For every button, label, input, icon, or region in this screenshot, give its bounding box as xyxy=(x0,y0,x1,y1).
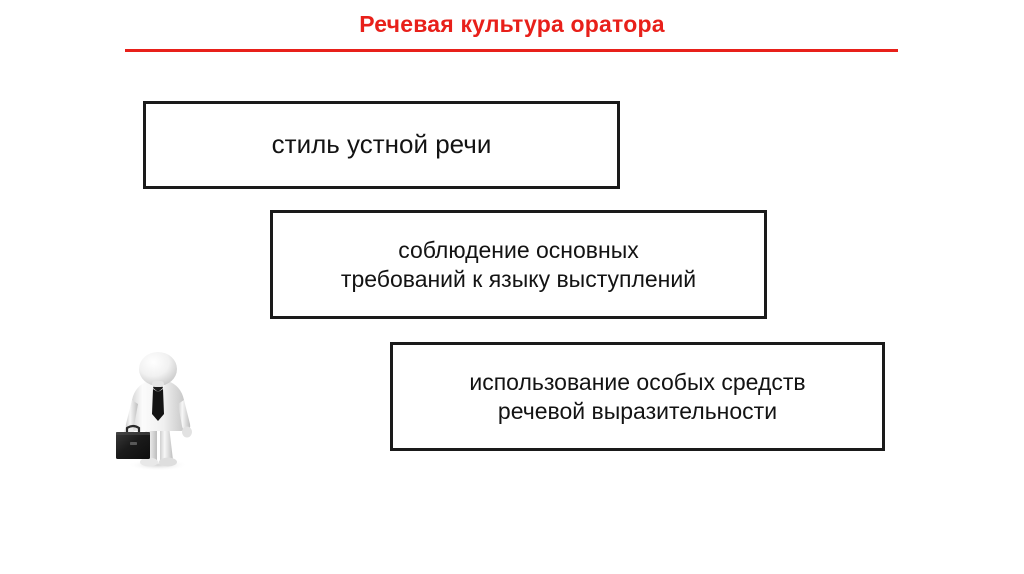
flow-box-style-of-speech[interactable]: стиль устной речи xyxy=(143,101,620,189)
flow-box-label-line-2: речевой выразительности xyxy=(497,397,778,424)
flow-box-basic-requirements[interactable]: соблюдение основных требований к языку в… xyxy=(270,210,767,319)
businessman-figure-icon xyxy=(102,352,212,472)
flow-box-label: использование особых средств речевой выр… xyxy=(459,368,815,424)
flow-box-label: соблюдение основных требований к языку в… xyxy=(331,236,706,292)
flow-box-label-line-1: использование особых средств xyxy=(469,369,806,396)
flow-box-expressive-means[interactable]: использование особых средств речевой выр… xyxy=(390,342,885,451)
flow-box-label: стиль устной речи xyxy=(271,129,492,160)
flow-box-label-line-1: соблюдение основных xyxy=(398,237,639,264)
page-title: Речевая культура оратора xyxy=(359,11,665,37)
title-divider-rule xyxy=(125,49,898,52)
flow-box-label-line-2: требований к языку выступлений xyxy=(340,265,697,292)
